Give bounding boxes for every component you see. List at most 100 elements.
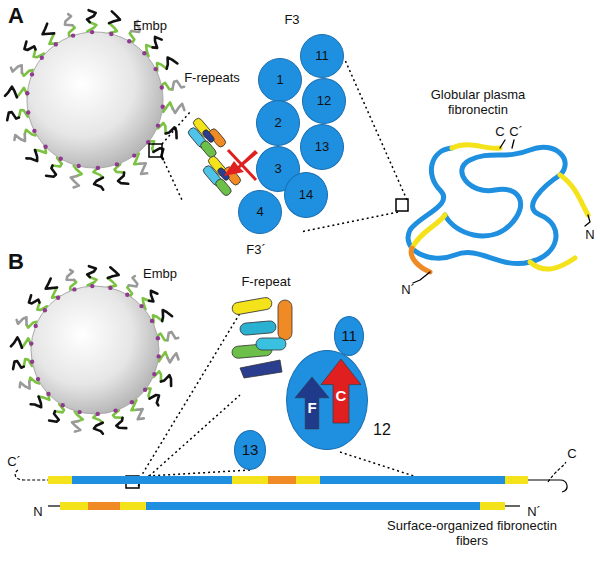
anchor-dot xyxy=(156,123,160,127)
anchor-dot xyxy=(113,408,117,412)
tendril xyxy=(71,176,79,188)
tendril xyxy=(116,418,126,428)
tendril xyxy=(17,317,27,324)
anchor-dot xyxy=(54,42,58,46)
part-label: Embp xyxy=(143,267,177,282)
tendril xyxy=(29,376,39,383)
tendril xyxy=(75,411,83,422)
anchor-dot xyxy=(43,308,47,312)
tendril xyxy=(94,178,103,190)
anchor-dot xyxy=(160,85,164,89)
part-label: F3´ xyxy=(246,243,266,258)
anchor-dots xyxy=(25,30,165,170)
anchor-dot xyxy=(90,284,94,288)
fn-module-oval: 1 xyxy=(258,58,302,102)
part-label: C´ xyxy=(509,125,523,140)
tendril xyxy=(31,397,42,408)
anchor-dot xyxy=(32,129,36,133)
tendril xyxy=(149,291,157,302)
anchor-dot xyxy=(109,32,113,36)
embp-tendrils xyxy=(11,266,179,434)
tendril xyxy=(72,421,80,432)
anchor-dot xyxy=(72,287,76,291)
fn-module-oval: 13 xyxy=(300,124,344,170)
anchor-dot xyxy=(153,67,157,71)
anchor-dot xyxy=(29,341,33,345)
anchor-dot xyxy=(143,388,147,392)
tendril xyxy=(108,267,119,278)
tendril xyxy=(87,10,96,22)
tendril xyxy=(20,382,30,389)
bacterium xyxy=(31,286,159,414)
tendril xyxy=(167,58,178,69)
part-label: Surface-organized fibronectin fibers xyxy=(377,519,567,549)
panel-letter: A xyxy=(8,3,24,28)
tendril xyxy=(87,266,96,277)
tendril xyxy=(26,150,37,161)
tendril xyxy=(14,134,25,141)
tendril xyxy=(150,395,160,405)
anchor-dot xyxy=(115,162,119,166)
tendril xyxy=(166,127,177,138)
part-label: C´ xyxy=(7,455,21,470)
anchor-dot xyxy=(30,72,34,76)
part-label: F3 xyxy=(284,13,299,28)
tendril xyxy=(168,353,179,362)
tendril xyxy=(172,81,184,90)
tendril xyxy=(129,276,137,287)
zoom-box xyxy=(396,199,408,211)
anchor-dot xyxy=(25,91,29,95)
tendril xyxy=(130,400,137,410)
anchor-dot xyxy=(150,319,154,323)
part-label: F-repeat xyxy=(241,275,290,290)
tendril xyxy=(43,24,55,35)
leader-lines xyxy=(138,60,420,486)
tendril xyxy=(7,112,19,120)
tendril xyxy=(137,409,144,419)
tendril xyxy=(13,361,24,369)
tendril xyxy=(168,332,179,340)
tendril xyxy=(162,310,172,321)
part-label: F-repeats xyxy=(184,71,240,86)
anchor-dot xyxy=(130,400,134,404)
part-label: Globular plasma fibronectin xyxy=(413,88,543,118)
anchor-dot xyxy=(127,39,131,43)
tendril xyxy=(94,423,103,434)
fn-module-oval: 11 xyxy=(334,316,364,356)
tendril xyxy=(161,375,171,386)
blocked-arrow xyxy=(224,150,258,180)
anchor-dot xyxy=(26,110,30,114)
tendril xyxy=(74,164,82,176)
tendril xyxy=(11,65,22,72)
anchor-dot xyxy=(152,372,156,376)
part-label: N xyxy=(585,228,594,243)
tendril xyxy=(5,87,17,98)
anchor-dot xyxy=(61,403,65,407)
anchor-dot xyxy=(142,51,146,55)
anchor-dot xyxy=(157,354,161,358)
anchor-dot xyxy=(34,324,38,328)
zoom-box xyxy=(149,144,162,157)
tendril xyxy=(153,37,162,48)
fn-module-oval: 13 xyxy=(234,430,266,470)
tendril xyxy=(132,154,139,165)
tendril xyxy=(173,104,185,113)
tendril xyxy=(11,337,22,347)
tendril xyxy=(46,279,57,289)
anchor-dot xyxy=(139,304,143,308)
anchor-dot xyxy=(56,296,60,300)
fn-module-oval: 2 xyxy=(256,100,300,146)
f-repeat xyxy=(231,297,292,378)
anchor-dot xyxy=(43,145,47,149)
anchor-dot xyxy=(156,336,160,340)
anchor-dot xyxy=(46,392,50,396)
fn-module-oval: 12FC xyxy=(286,350,368,450)
part-label: C xyxy=(567,447,576,462)
anchor-dot xyxy=(161,105,165,109)
part-label: C xyxy=(495,125,504,140)
strand-arrow: C xyxy=(321,359,361,423)
anchor-dot xyxy=(125,293,129,297)
anchor-dot xyxy=(132,153,136,157)
fn-module-oval: 4 xyxy=(238,190,282,234)
globular-fibronectin xyxy=(408,140,590,283)
